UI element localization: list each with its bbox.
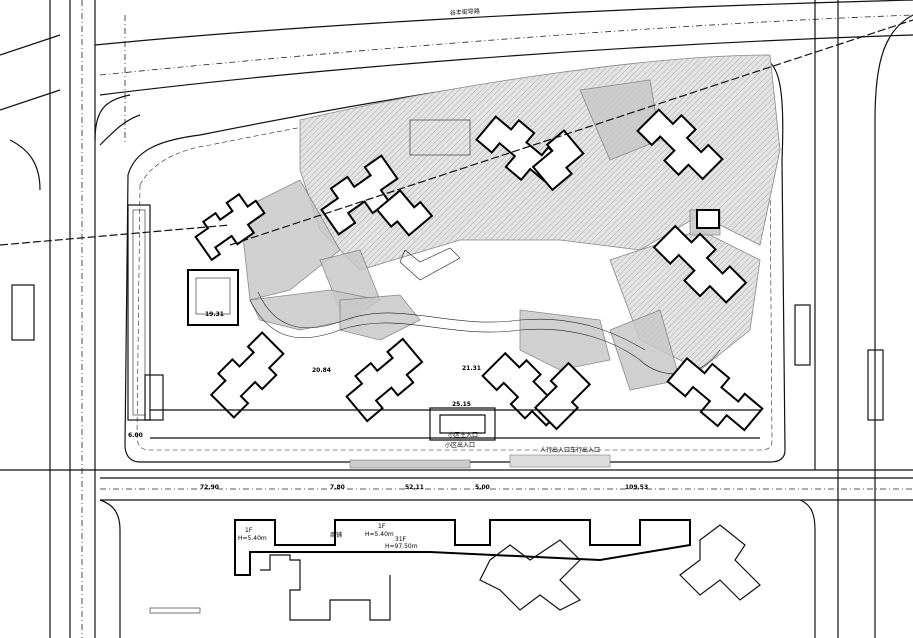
dim-109-53: 109.53	[625, 484, 648, 491]
dim-5-00: 5.00	[475, 484, 490, 491]
shop-label: 商铺	[330, 531, 342, 539]
dim-72-90: 72.90	[200, 484, 219, 491]
height-label-2: H=5.40m	[365, 531, 394, 538]
drawing-labels: 谷丰街导路 72.90 7.80 52.11 109.53 25.15 21.3…	[128, 7, 648, 550]
gate-label-3: 车行出入口	[570, 446, 600, 454]
floor-label-2: 1F	[378, 523, 386, 530]
dim-52-11: 52.11	[405, 484, 424, 491]
buildings	[187, 108, 764, 441]
dim-6-00: 6.00	[128, 432, 143, 439]
dim-19-31: 19.31	[205, 311, 224, 318]
dim-20-84: 20.84	[312, 367, 331, 374]
floor-label-3: 31F	[395, 536, 407, 543]
south-buildings	[149, 519, 761, 621]
height-label-3: H=97.50m	[385, 543, 418, 550]
main-entrance-label: 小区主入口	[448, 431, 478, 439]
height-label-1: H=5.40m	[238, 535, 267, 542]
road-label: 谷丰街导路	[450, 7, 481, 17]
gate-label-1: 小区出入口	[445, 441, 475, 449]
gate-label-2: 人行出入口	[540, 446, 570, 454]
parking-strip	[11, 204, 884, 421]
dim-21-31: 21.31	[462, 365, 481, 372]
dim-25-15: 25.15	[452, 401, 471, 408]
dim-7-80: 7.80	[330, 484, 345, 491]
floor-label-1: 1F	[245, 527, 253, 534]
frontage	[0, 15, 913, 469]
